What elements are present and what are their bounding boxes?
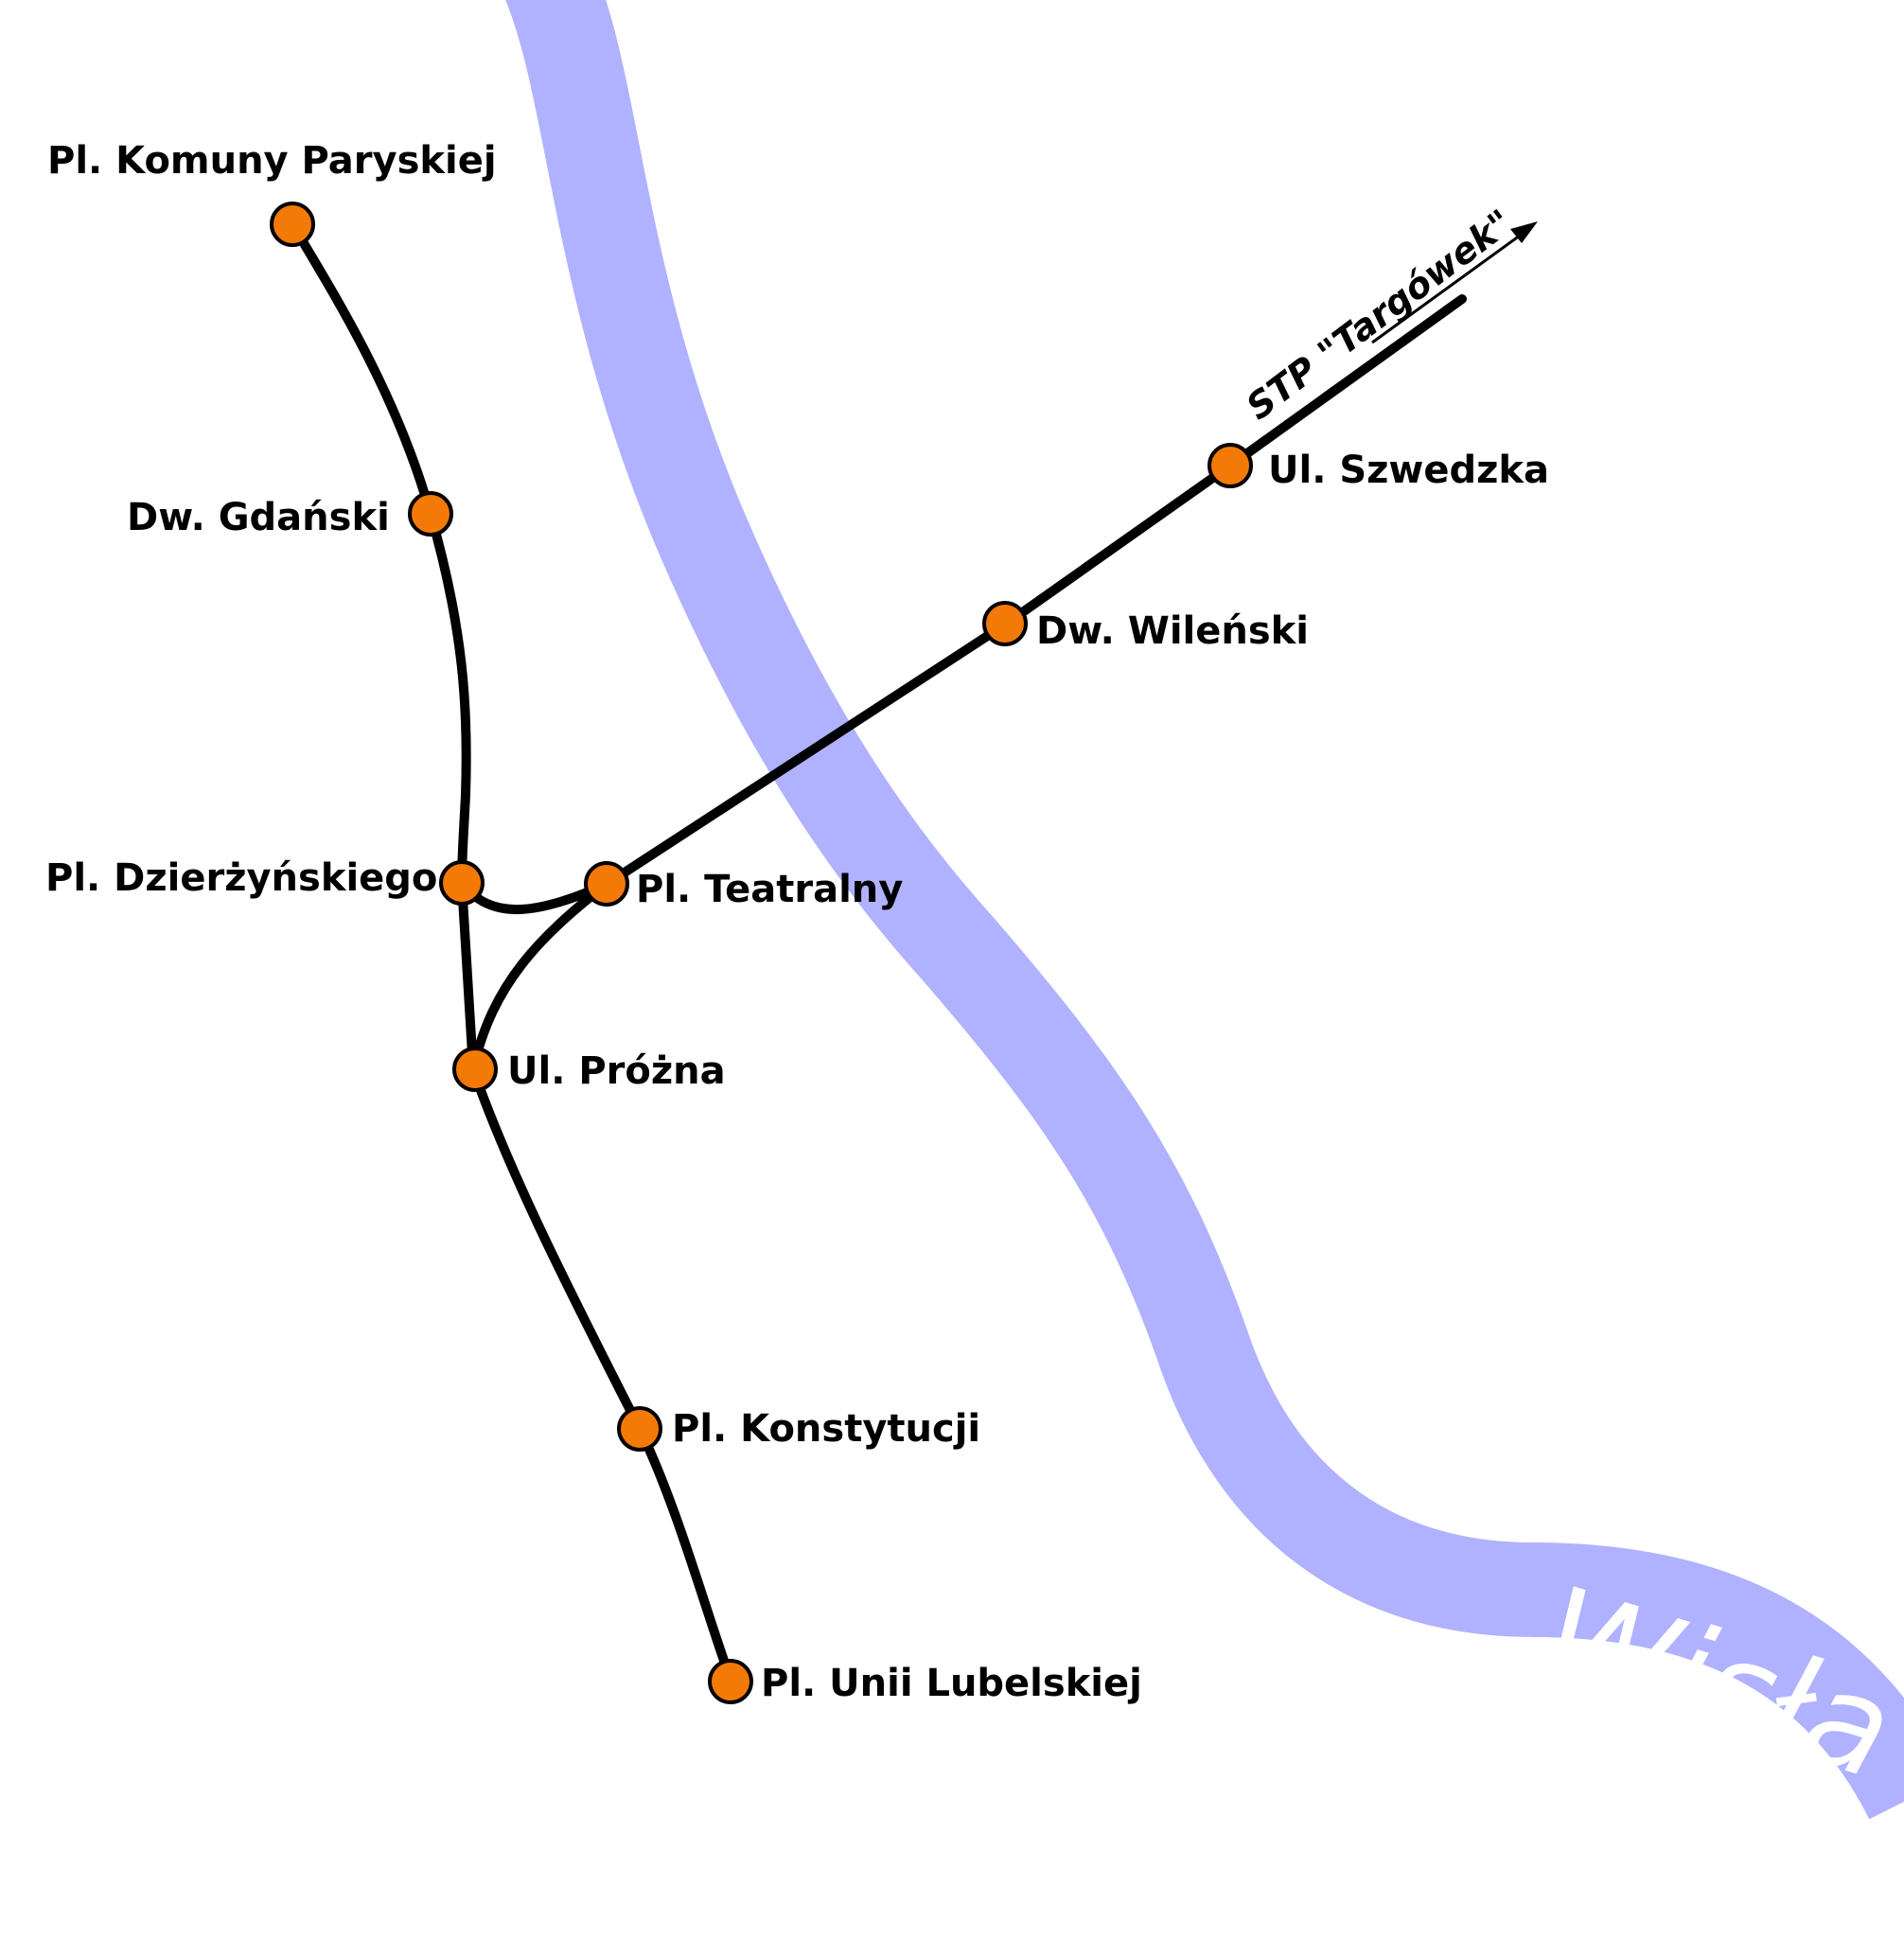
label-dw-gdanski: Dw. Gdański xyxy=(127,496,390,539)
label-ul-prozna: Ul. Próżna xyxy=(507,1049,726,1093)
track-east-line xyxy=(601,294,1467,890)
station-pl-komuny-paryskiej[interactable] xyxy=(270,202,315,247)
station-pl-unii-lubelskiej[interactable] xyxy=(708,1659,753,1704)
depot-arrow xyxy=(1371,221,1538,344)
track-south-segment-2 xyxy=(635,1424,735,1684)
station-ul-szwedzka[interactable] xyxy=(1208,443,1253,488)
station-pl-teatralny[interactable] xyxy=(584,861,629,907)
station-dw-gdanski[interactable] xyxy=(408,491,453,537)
track-north-segment-2 xyxy=(426,509,471,888)
tracks xyxy=(288,220,1467,1684)
station-labels: Pl. Komuny Paryskiej Dw. Gdański Pl. Dzi… xyxy=(45,139,1549,1705)
track-north-segment-1 xyxy=(288,220,435,519)
label-pl-teatralny: Pl. Teatralny xyxy=(636,868,903,911)
label-dw-wilenski: Dw. Wileński xyxy=(1036,609,1309,653)
station-pl-konstytucji[interactable] xyxy=(617,1406,662,1452)
river-wisla xyxy=(505,0,1904,1820)
station-dw-wilenski[interactable] xyxy=(982,601,1028,646)
track-south-segment-1 xyxy=(468,1065,644,1434)
label-pl-komuny-paryskiej: Pl. Komuny Paryskiej xyxy=(47,139,497,183)
track-dzierzynskiego-to-prozna xyxy=(457,878,478,1074)
station-pl-dzierzynskiego[interactable] xyxy=(439,860,485,906)
label-pl-dzierzynskiego: Pl. Dzierżyńskiego xyxy=(45,856,437,900)
label-pl-unii-lubelskiej: Pl. Unii Lubelskiej xyxy=(761,1662,1142,1705)
station-ul-prozna[interactable] xyxy=(452,1047,498,1092)
label-depot-targowek: STP "Targówek" xyxy=(1239,202,1520,428)
label-ul-szwedzka: Ul. Szwedzka xyxy=(1268,449,1549,492)
track-connector-prozna-teatralny xyxy=(468,880,610,1074)
stations xyxy=(270,202,1253,1704)
label-pl-konstytucji: Pl. Konstytucji xyxy=(672,1407,980,1451)
